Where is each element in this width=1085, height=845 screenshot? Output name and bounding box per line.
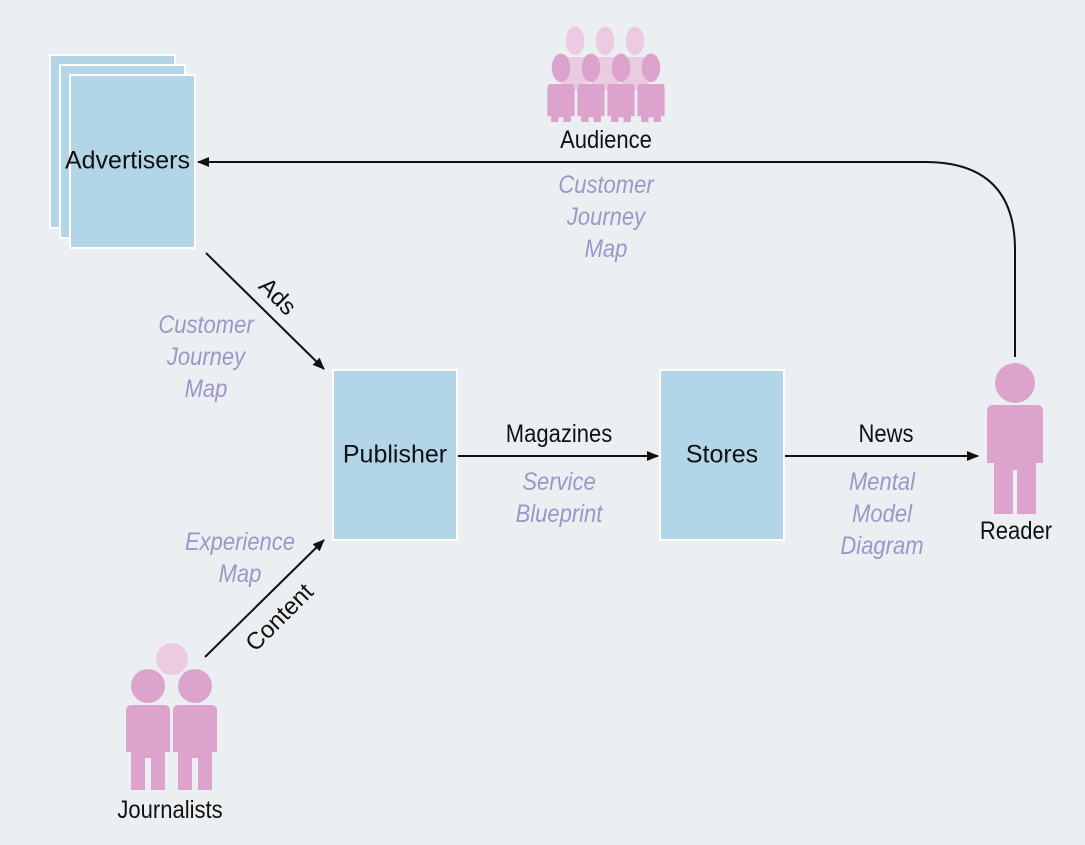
stores-box: Stores — [659, 369, 785, 541]
audience-to-advertisers-arrow — [197, 157, 1016, 357]
news-label: News — [858, 420, 914, 448]
journalists-label: Journalists — [117, 796, 223, 824]
content-method-label: Experience Map — [184, 528, 296, 588]
content-arrow — [204, 539, 325, 658]
ads-method-label: Customer Journey Map — [158, 311, 254, 403]
mental-model-label: Mental Model Diagram — [840, 468, 924, 560]
advertisers-label: Advertisers — [64, 146, 191, 175]
audience-icon — [547, 26, 665, 122]
publisher-box: Publisher — [332, 369, 458, 541]
stores-label: Stores — [685, 440, 759, 469]
reader-icon — [987, 363, 1043, 514]
magazines-label: Magazines — [505, 420, 613, 448]
ads-arrow — [205, 252, 325, 370]
journalists-icon — [126, 643, 217, 790]
reader-label: Reader — [979, 517, 1053, 545]
advertisers-box: Advertisers — [65, 74, 196, 249]
audience-label: Audience — [560, 126, 652, 154]
publisher-label: Publisher — [342, 440, 448, 469]
service-blueprint-label: Service Blueprint — [515, 468, 603, 528]
audience-method-label: Customer Journey Map — [558, 171, 654, 263]
